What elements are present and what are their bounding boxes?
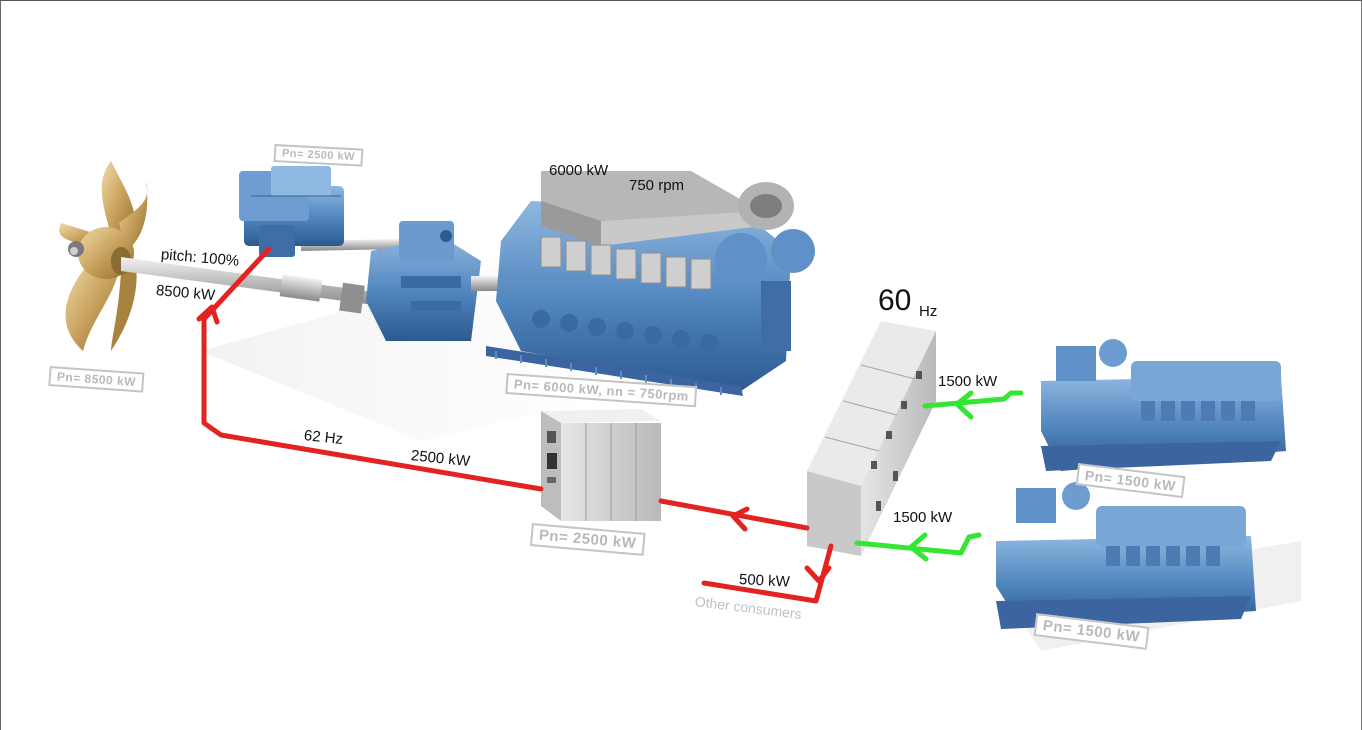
genset-top-power: 1500 kW bbox=[938, 373, 998, 390]
shaft-motor bbox=[239, 166, 344, 257]
switchboard-frequency-unit: Hz bbox=[919, 303, 938, 320]
frequency-converter bbox=[541, 409, 661, 521]
main-switchboard bbox=[807, 321, 936, 556]
genset-top bbox=[1041, 339, 1286, 471]
red-arrowheads bbox=[196, 304, 832, 584]
main-engine bbox=[486, 171, 815, 396]
propeller-shaft bbox=[121, 257, 381, 314]
main-engine-power: 6000 kW bbox=[549, 162, 609, 179]
genset-bottom bbox=[996, 482, 1256, 629]
switchboard-frequency-value: 60 bbox=[878, 284, 912, 317]
genset-bottom-power: 1500 kW bbox=[893, 509, 953, 526]
gearbox bbox=[366, 221, 501, 341]
consumers-power: 500 kW bbox=[738, 571, 791, 591]
green-arrowheads bbox=[908, 390, 974, 562]
propeller bbox=[59, 161, 148, 351]
main-engine-speed: 750 rpm bbox=[629, 177, 685, 194]
